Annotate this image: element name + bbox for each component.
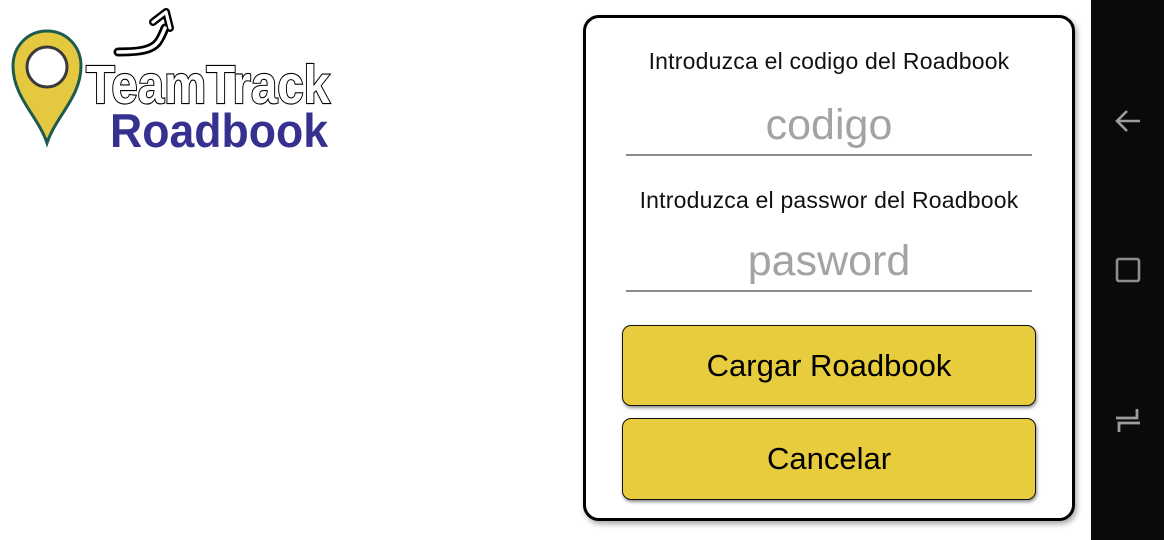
recents-button[interactable] [1091,246,1164,294]
app-logo: TeamTrack Roadbook [0,0,345,160]
cancel-button[interactable]: Cancelar [622,418,1036,500]
back-icon [1114,110,1140,132]
route-arrow-icon [113,8,174,57]
brand-roadbook: Roadbook [110,104,329,157]
switch-windows-button[interactable] [1091,397,1164,445]
switch-windows-icon [1115,409,1140,432]
roadbook-login-dialog: Introduzca el codigo del Roadbook Introd… [583,15,1075,521]
code-input[interactable] [626,96,1032,156]
password-label: Introduzca el passwor del Roadbook [639,187,1019,213]
code-label: Introduzca el codigo del Roadbook [648,48,1010,74]
recents-square-icon [1115,257,1140,283]
brand-teamtrack: TeamTrack [86,55,331,115]
teamtrack-roadbook-logo-graphic: TeamTrack Roadbook [11,8,332,157]
load-roadbook-button[interactable]: Cargar Roadbook [622,325,1036,406]
password-input[interactable] [626,232,1032,292]
android-navigation-bar [1091,0,1164,540]
map-pin-icon [11,29,83,148]
back-button[interactable] [1091,97,1164,145]
